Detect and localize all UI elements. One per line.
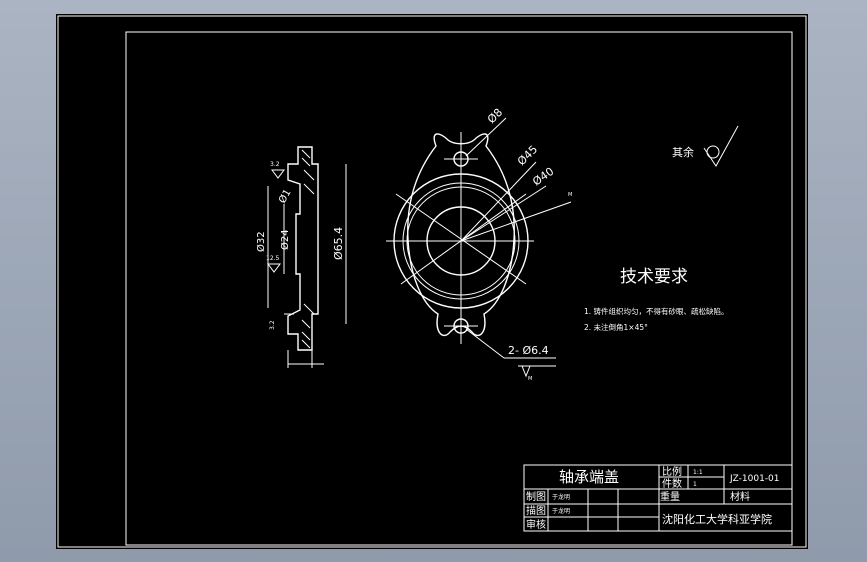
- dim-d32: Ø32: [255, 231, 267, 252]
- dim-d40: Ø40: [530, 165, 556, 189]
- diag-centerline: [395, 193, 527, 285]
- dim-d45: Ø45: [515, 143, 540, 168]
- outer-frame: [57, 15, 807, 548]
- top-view: Ø8 Ø45 Ø40 2- Ø6.4 M M: [386, 106, 572, 382]
- dim-d65-4: Ø65.4: [332, 227, 345, 260]
- dim-holes: 2- Ø6.4: [508, 344, 549, 357]
- rough-3-2b: 3.2: [269, 320, 276, 330]
- svg-text:1: 1: [693, 481, 697, 488]
- dim-d1: Ø1: [276, 187, 294, 205]
- inner-frame: [125, 31, 793, 546]
- flange-outline: [407, 133, 515, 337]
- rough-12-5: 12.5: [266, 255, 280, 262]
- part-name: 轴承端盖: [559, 468, 619, 486]
- section-outline: [287, 146, 319, 351]
- rough-3-2: 3.2: [270, 161, 280, 168]
- svg-text:M: M: [568, 192, 572, 198]
- svg-text:材料: 材料: [730, 490, 750, 503]
- roughness-note: 其余: [672, 145, 694, 159]
- title-block: 轴承端盖 比例 1:1 件数 1 JZ-1001-01 重量 材料 制图 于龙明…: [523, 464, 793, 532]
- dim-d24: Ø24: [279, 229, 291, 250]
- svg-text:制图: 制图: [526, 490, 546, 503]
- hatch: [301, 149, 315, 349]
- svg-text:件数: 件数: [662, 477, 682, 490]
- drawing-sheet: Ø8 Ø45 Ø40 2- Ø6.4 M M Ø32 Ø24 Ø65.4 Ø1 …: [56, 14, 808, 549]
- cad-drawing: Ø8 Ø45 Ø40 2- Ø6.4 M M Ø32 Ø24 Ø65.4 Ø1 …: [57, 15, 807, 548]
- svg-text:于龙明: 于龙明: [552, 507, 570, 515]
- dim-d8: Ø8: [485, 106, 505, 126]
- svg-text:重量: 重量: [660, 490, 680, 503]
- svg-text:1:1: 1:1: [693, 469, 703, 476]
- svg-text:审核: 审核: [526, 518, 546, 531]
- drawing-number: JZ-1001-01: [729, 474, 780, 484]
- svg-text:比例: 比例: [662, 465, 682, 478]
- roughness-symbol: [703, 125, 739, 167]
- svg-text:描图: 描图: [526, 504, 546, 517]
- tech-item-2: 2. 未注倒角1×45°: [584, 322, 648, 332]
- school-name: 沈阳化工大学科亚学院: [662, 512, 772, 526]
- svg-text:M: M: [528, 376, 532, 382]
- tech-item-1: 1. 铸件组织均匀，不得有砂眼、疏松缺陷。: [584, 306, 729, 316]
- section-view: Ø32 Ø24 Ø65.4 Ø1 3.2 12.5 3.2: [255, 146, 347, 368]
- tech-title: 技术要求: [620, 267, 688, 287]
- svg-text:于龙明: 于龙明: [552, 493, 570, 501]
